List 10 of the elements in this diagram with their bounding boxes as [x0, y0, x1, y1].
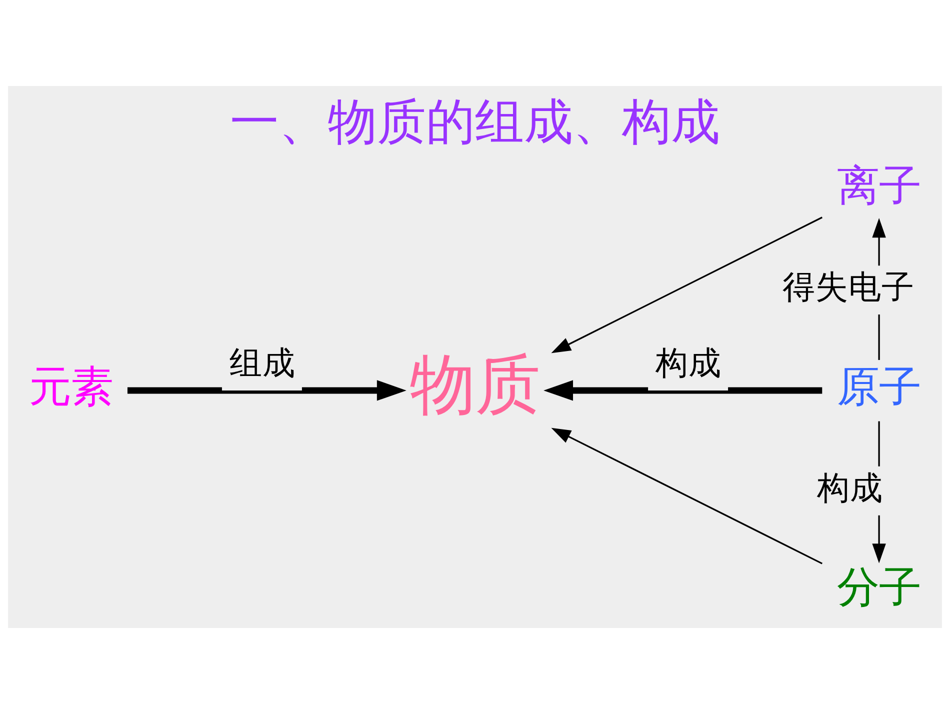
node-text: 原子	[837, 362, 922, 412]
node-text: 分子	[837, 563, 922, 612]
node-text: 物质	[410, 346, 540, 422]
edge-label: 得失电子	[782, 268, 915, 306]
node-text: 离子	[837, 161, 922, 210]
diagram-title: 一、物质的组成、构成	[230, 92, 720, 150]
node-text: 元素	[28, 362, 113, 412]
edge-label: 组成	[229, 344, 296, 382]
edge-label: 构成	[655, 344, 722, 382]
edge-label: 构成	[817, 468, 884, 507]
